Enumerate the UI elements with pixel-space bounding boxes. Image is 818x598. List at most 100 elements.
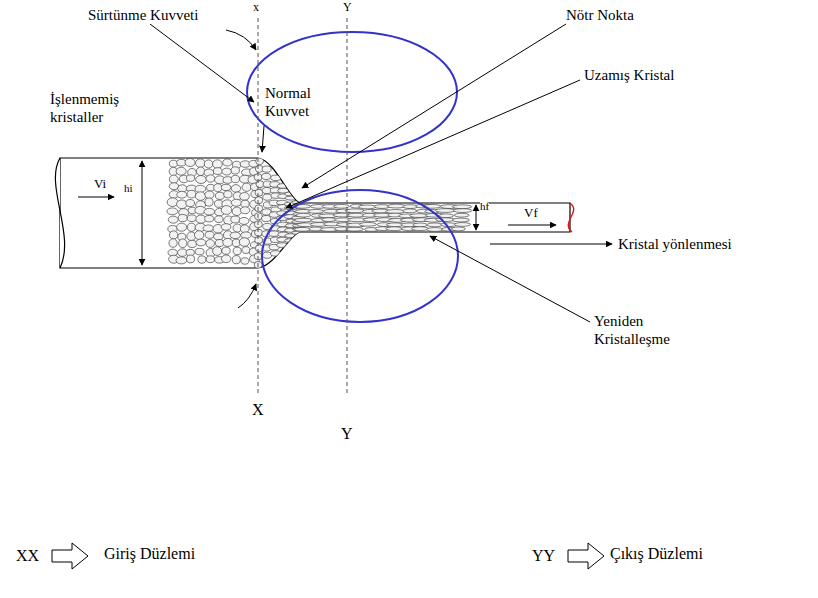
force-label: Normal Kuvvet [265, 84, 321, 120]
crystal-grain [454, 223, 470, 227]
crystal-grain [427, 223, 443, 227]
crystal-grain [239, 217, 249, 224]
crystal-grain [452, 205, 472, 209]
crystal-grain [187, 190, 196, 198]
leader-line [302, 24, 566, 188]
crystal-grain [206, 256, 214, 263]
crystal-grain [198, 256, 206, 263]
crystal-grain [255, 189, 263, 196]
velocity-label: Vi [94, 176, 106, 192]
plane-label: x [253, 0, 259, 14]
crystal-grain [177, 223, 187, 231]
crystal-grain [231, 175, 239, 182]
crystal-grain [214, 233, 223, 240]
crystal-label: Uzamış Kristal [584, 66, 674, 84]
thickness-label: hi [124, 182, 133, 195]
crystal-grain [221, 255, 230, 263]
entry-plane [258, 18, 259, 395]
crystal-grain [241, 232, 252, 239]
crystal-grain [221, 206, 232, 215]
crystal-grain [231, 216, 240, 223]
crystal-grain [271, 175, 281, 180]
crystal-grain [194, 231, 203, 240]
block-arrow [568, 543, 604, 569]
crystal-grain [255, 205, 263, 212]
crystal-grain [255, 237, 263, 244]
force-label: Sürtünme Kuvveti [88, 6, 198, 24]
crystal-grain [386, 210, 405, 214]
crystal-grain [169, 160, 177, 167]
crystal-grain [232, 207, 241, 215]
crystal-grain [240, 207, 250, 214]
crystal-grain [232, 256, 240, 264]
crystal-grain [242, 247, 250, 254]
strip-break-left [55, 158, 64, 268]
crystal-grain [285, 192, 298, 196]
crystal-grain [435, 209, 455, 213]
plane-label: Y [343, 0, 352, 14]
crystal-grains [167, 158, 472, 269]
crystal-grain [296, 213, 311, 217]
crystal-grain [322, 218, 336, 222]
crystal-grain [179, 239, 187, 248]
crystal-grain [187, 215, 196, 222]
plane-label: YY [532, 546, 555, 565]
crystal-grain [195, 192, 205, 201]
velocity-arrow [78, 197, 114, 198]
crystal-grain [178, 214, 187, 221]
crystal-grain [177, 200, 188, 209]
crystal-grain [285, 196, 298, 200]
crystal-grain [386, 227, 403, 231]
crystal-grain [233, 247, 241, 255]
crystal-grain [359, 222, 376, 226]
crystal-grain [413, 223, 427, 227]
plane-label: XX [16, 546, 39, 565]
crystal-grain [240, 192, 250, 200]
crystal-grain [176, 167, 186, 175]
crystal-grain [223, 159, 232, 166]
crystal-grain [308, 209, 324, 213]
crystal-grain [206, 240, 215, 248]
crystal-grain [346, 227, 364, 231]
leader-line [150, 24, 254, 102]
crystal-grain [231, 199, 241, 206]
crystal-grain [215, 216, 223, 223]
crystal-grain [454, 209, 472, 213]
crystal-grain [403, 209, 417, 213]
crystal-grain [221, 224, 231, 231]
legend-text: Çıkış Düzlemi [610, 544, 703, 563]
process-label: Yeniden Kristalleşme [594, 312, 702, 348]
crystal-grain [204, 208, 215, 215]
crystal-grain [224, 191, 232, 198]
crystal-grain [222, 247, 230, 254]
crystal-grain [214, 184, 222, 192]
crystal-grain [213, 160, 223, 169]
crystal-grain [205, 198, 213, 206]
crystal-grain [452, 218, 469, 222]
crystal-grain [177, 191, 187, 198]
strip-break-right [568, 203, 573, 232]
crystal-grain [230, 232, 240, 239]
crystal-grain [205, 215, 214, 221]
lower-roll [262, 190, 458, 322]
crystal-grain [439, 214, 454, 218]
thickness-arrow [142, 161, 143, 265]
leader-line [286, 80, 580, 208]
crystal-grain [231, 185, 240, 193]
orientation-arrow [490, 244, 612, 245]
leader-line [430, 236, 590, 322]
crystal-grain [242, 183, 251, 191]
crystal-grain [358, 205, 376, 209]
crystal-grain [277, 184, 288, 189]
crystal-grain [436, 218, 455, 222]
point-label: Nötr Nokta [566, 6, 634, 24]
legend-text: Giriş Düzlemi [104, 544, 195, 563]
crystal-grain [255, 229, 263, 236]
crystal-grain [196, 159, 206, 168]
crystal-grain [169, 175, 178, 183]
crystal-grain [294, 218, 312, 222]
crystal-grain [270, 251, 280, 256]
crystal-grain [292, 231, 306, 234]
crystal-grain [256, 158, 264, 165]
crystal-grain [203, 225, 214, 231]
